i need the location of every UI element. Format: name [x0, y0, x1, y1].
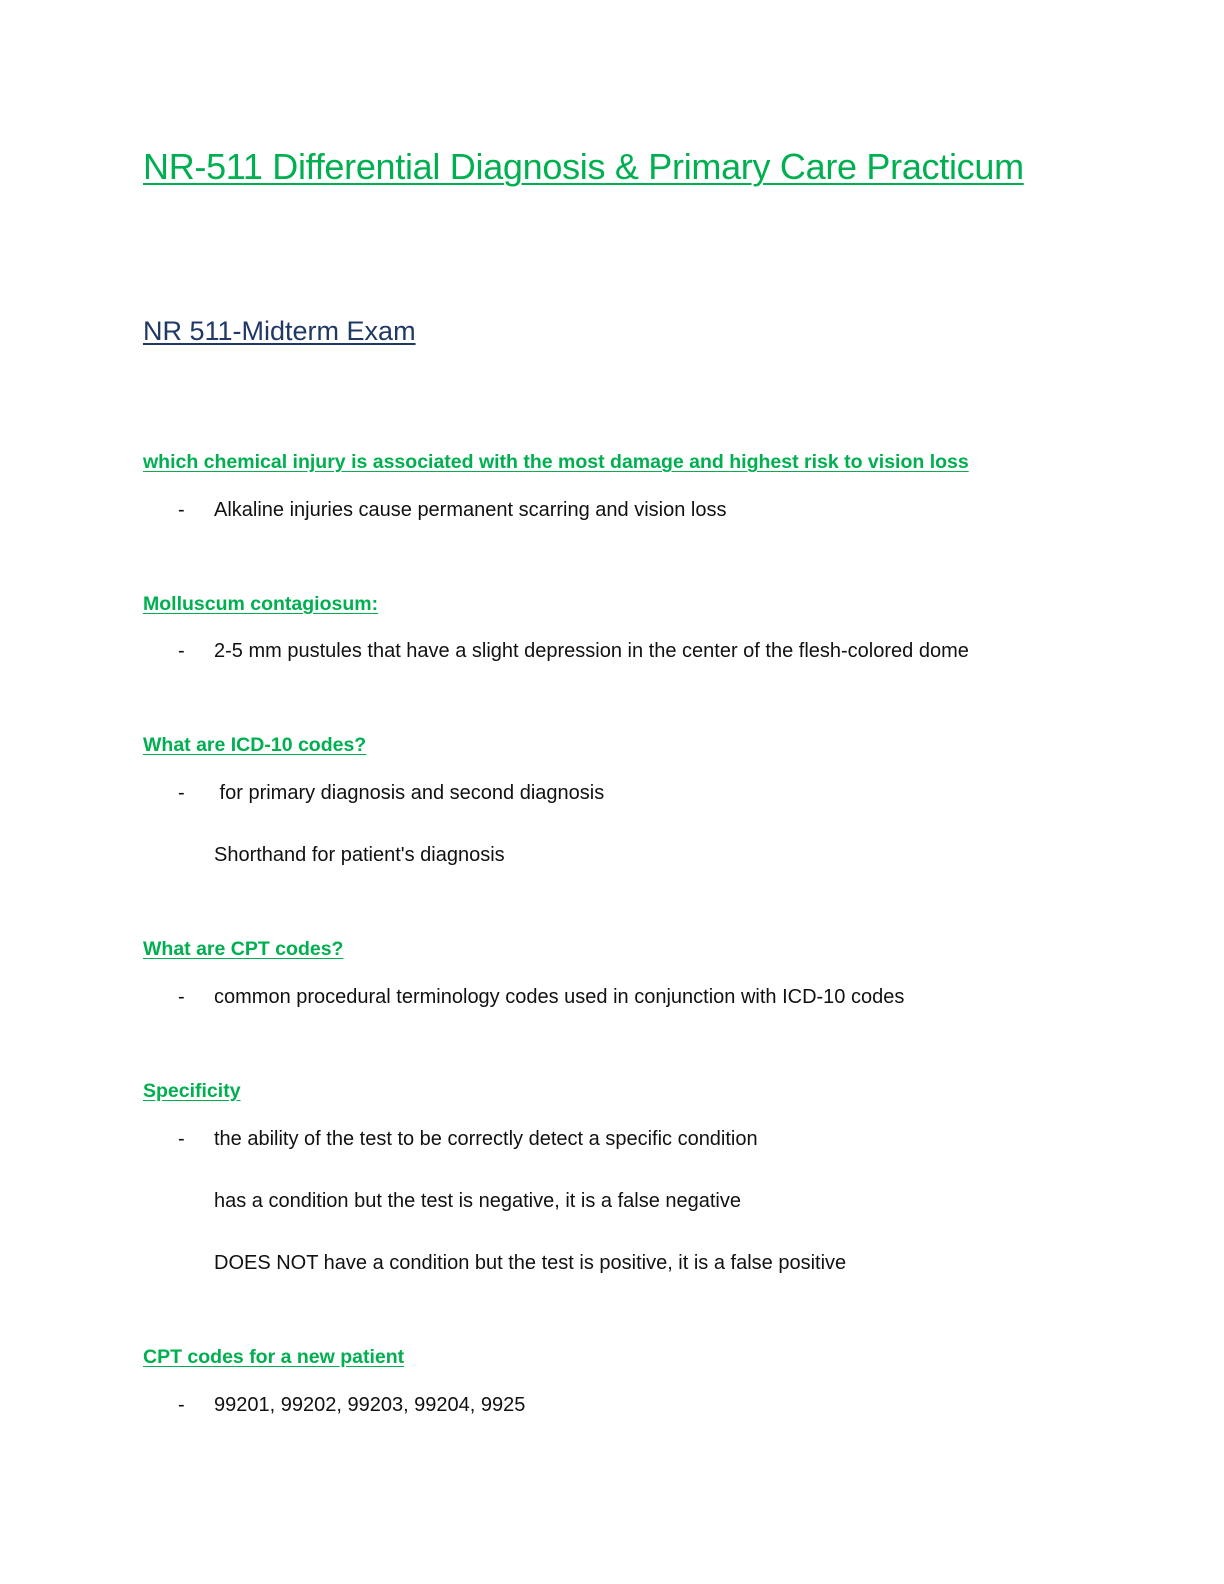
question-heading: CPT codes for a new patient	[143, 1346, 405, 1368]
question-heading: What are CPT codes?	[143, 938, 344, 960]
bullet-dash: -	[178, 986, 185, 1008]
question-heading: Molluscum contagiosum:	[143, 593, 379, 615]
answer-text: Alkaline injuries cause permanent scarri…	[214, 499, 727, 521]
bullet-dash: -	[178, 782, 185, 804]
bullet-dash: -	[178, 499, 185, 521]
bullet-dash: -	[178, 640, 185, 662]
document-subtitle: NR 511-Midterm Exam	[143, 316, 416, 346]
bullet-dash: -	[178, 1394, 185, 1416]
question-heading: which chemical injury is associated with…	[143, 451, 969, 473]
question-heading: Specificity	[143, 1080, 241, 1102]
question-heading: What are ICD-10 codes?	[143, 734, 367, 756]
bullet-dash: -	[178, 1128, 185, 1150]
document-title: NR-511 Differential Diagnosis & Primary …	[143, 146, 1024, 187]
answer-text: for primary diagnosis and second diagnos…	[214, 782, 605, 804]
answer-text: 2-5 mm pustules that have a slight depre…	[214, 640, 969, 662]
answer-text: common procedural terminology codes used…	[214, 986, 905, 1008]
answer-text: 99201, 99202, 99203, 99204, 9925	[214, 1394, 526, 1416]
answer-note: DOES NOT have a condition but the test i…	[214, 1252, 847, 1274]
answer-note: Shorthand for patient's diagnosis	[214, 844, 505, 866]
answer-note: has a condition but the test is negative…	[214, 1190, 741, 1212]
answer-text: the ability of the test to be correctly …	[214, 1128, 758, 1150]
